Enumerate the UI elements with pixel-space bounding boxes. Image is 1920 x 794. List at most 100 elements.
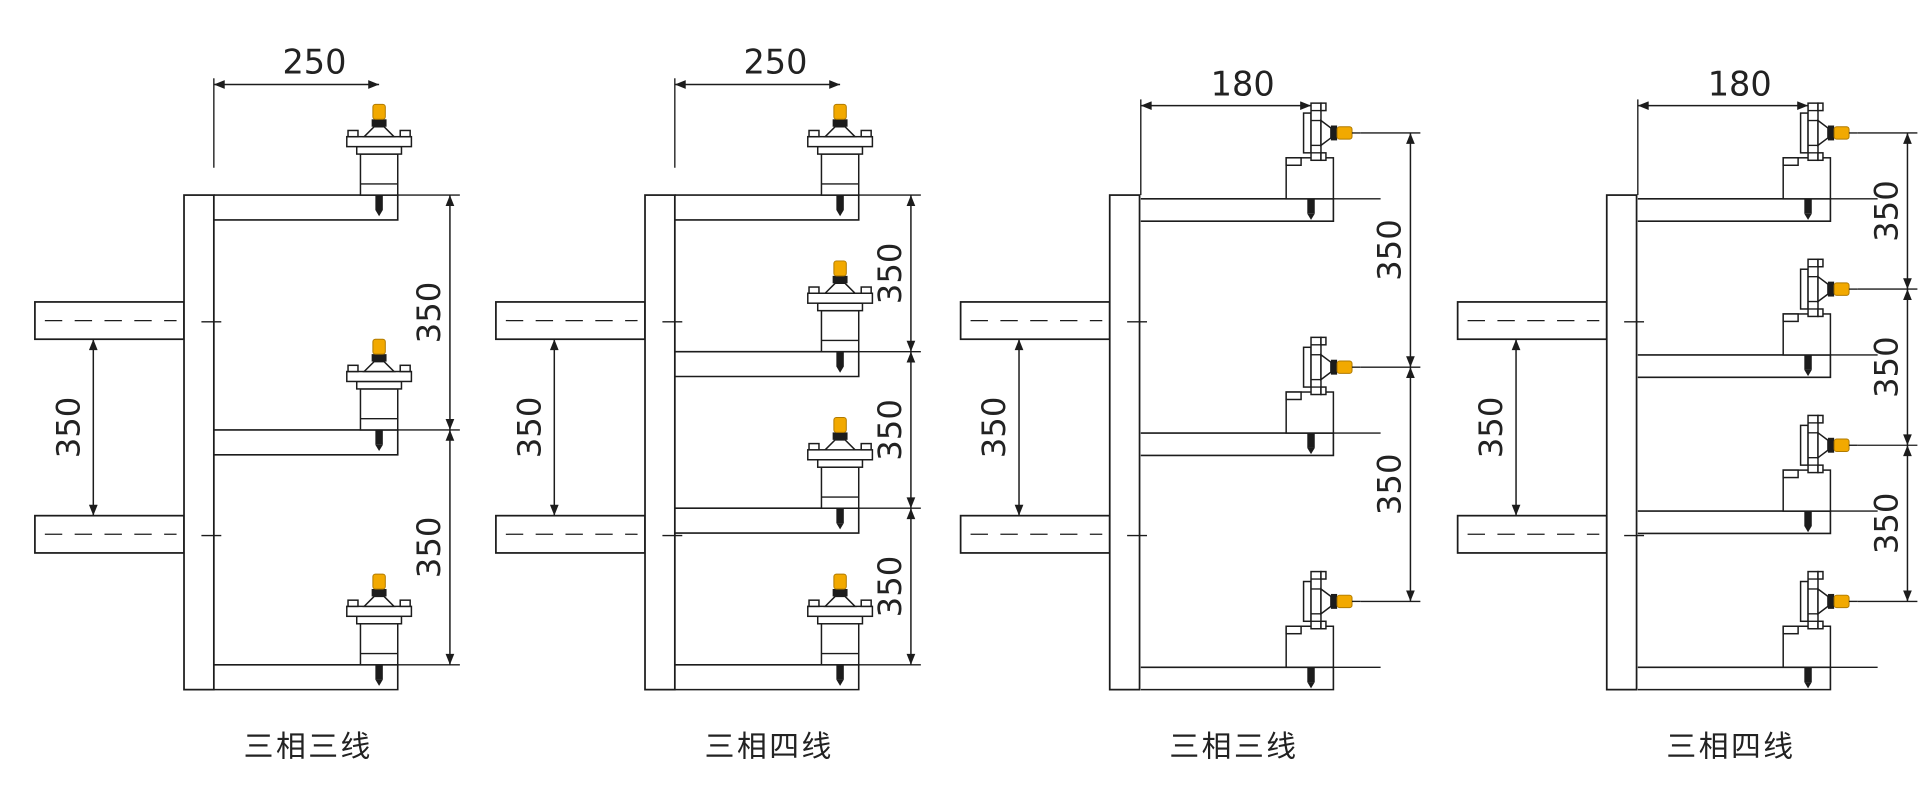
- flange-bolt: [1817, 620, 1824, 630]
- mounting-bolt-tip: [1804, 682, 1812, 689]
- dimension-label: 250: [282, 42, 346, 81]
- mounting-bolt-tip: [375, 679, 383, 686]
- insulator-flange: [1310, 336, 1322, 396]
- mounting-bolt-tip: [375, 444, 383, 452]
- terminal-nut: [1827, 437, 1835, 453]
- flange-bolt: [860, 286, 872, 294]
- insulator-collar: [1302, 346, 1312, 388]
- flange-bolt: [399, 364, 411, 373]
- insulator-neck: [823, 595, 857, 608]
- mounting-bolt: [1804, 198, 1812, 214]
- post-insulator: [807, 417, 874, 530]
- post-insulator: [1285, 570, 1361, 689]
- post-insulator: [807, 103, 874, 217]
- terminal-cap: [372, 338, 386, 355]
- bracket-arm: [674, 350, 860, 378]
- dimension-label: 250: [743, 42, 807, 81]
- dimension-label: 350: [975, 397, 1013, 459]
- mounting-bolt: [1307, 433, 1315, 448]
- dimension-label: 350: [871, 243, 909, 305]
- mounting-bolt-tip: [1307, 682, 1315, 689]
- bracket-arm: [674, 194, 860, 221]
- post-insulator: [1285, 102, 1361, 220]
- mounting-bolt: [1307, 198, 1315, 214]
- insulator-collar: [1302, 112, 1312, 154]
- post-insulator: [1782, 414, 1858, 533]
- insulator-flange: [1310, 102, 1322, 162]
- dimension-label: 180: [1211, 65, 1275, 104]
- post-insulator: [1782, 258, 1858, 377]
- mounting-bolt: [836, 351, 844, 367]
- flange-bolt: [1320, 102, 1327, 112]
- bracket-arm: [1637, 198, 1832, 222]
- mounting-bolt: [375, 195, 383, 210]
- bracket-arm: [1637, 354, 1832, 379]
- terminal-nut: [832, 275, 848, 284]
- flange-bolt: [1817, 308, 1824, 318]
- insulator-flange: [1807, 258, 1819, 318]
- insulator-flange: [1807, 102, 1819, 162]
- insulator-body: [359, 623, 399, 666]
- bracket-arm: [1140, 198, 1335, 222]
- insulator-base-step: [1782, 157, 1799, 167]
- flange-bolt: [1817, 102, 1824, 112]
- flange-bolt: [399, 599, 411, 608]
- mounting-bolt-tip: [1804, 213, 1812, 220]
- insulator-collar: [1302, 580, 1312, 623]
- insulator-neck: [823, 125, 857, 138]
- bracket-arm: [1637, 666, 1832, 691]
- mounting-bolt: [1307, 667, 1315, 683]
- mounting-bolt: [1804, 354, 1812, 370]
- terminal-nut: [1330, 125, 1338, 141]
- insulator-neck: [362, 595, 396, 608]
- insulator-body: [820, 466, 860, 509]
- terminal-cap: [1833, 126, 1850, 140]
- dimension-label: 350: [1867, 492, 1905, 554]
- insulator-neck: [823, 439, 857, 451]
- mounting-bolt: [1804, 667, 1812, 683]
- terminal-nut: [1827, 125, 1835, 141]
- post-insulator: [346, 338, 413, 452]
- mounting-bolt-tip: [836, 366, 844, 373]
- terminal-nut: [832, 119, 848, 127]
- mounting-bolt: [375, 664, 383, 680]
- bracket-arm: [213, 663, 399, 691]
- bracket-arm: [674, 663, 860, 691]
- terminal-cap: [1336, 594, 1353, 609]
- insulator-collar: [816, 145, 864, 155]
- insulator-collar: [1799, 424, 1809, 466]
- insulator-collar: [1799, 580, 1809, 623]
- mounting-bolt-tip: [1307, 213, 1315, 220]
- terminal-cap: [1833, 438, 1850, 452]
- insulator-base-step: [1782, 469, 1799, 479]
- bracket-arm: [213, 194, 399, 221]
- terminal-nut: [1827, 593, 1835, 609]
- insulator-collar: [816, 302, 864, 312]
- insulator-neck: [823, 282, 857, 294]
- flange-bolt: [1320, 386, 1327, 396]
- insulator-base-step: [1285, 625, 1302, 635]
- vertical-support: [1605, 194, 1638, 691]
- post-insulator: [1782, 570, 1858, 689]
- panel-caption: 三相四线: [1666, 730, 1795, 765]
- vertical-support: [644, 194, 676, 691]
- insulator-base-step: [1285, 157, 1302, 167]
- insulator-flange: [807, 605, 874, 618]
- flange-bolt: [1320, 570, 1327, 580]
- flange-bolt: [1817, 464, 1824, 474]
- flange-bolt: [399, 129, 411, 138]
- insulator-body: [820, 623, 860, 666]
- insulator-body: [359, 153, 399, 196]
- mounting-bolt-tip: [375, 209, 383, 217]
- terminal-nut: [1827, 281, 1835, 297]
- insulator-flange: [1807, 570, 1819, 630]
- terminal-nut: [832, 588, 848, 597]
- insulator-neck: [1320, 119, 1332, 147]
- flange-bolt: [808, 129, 820, 138]
- insulator-collar: [355, 145, 403, 155]
